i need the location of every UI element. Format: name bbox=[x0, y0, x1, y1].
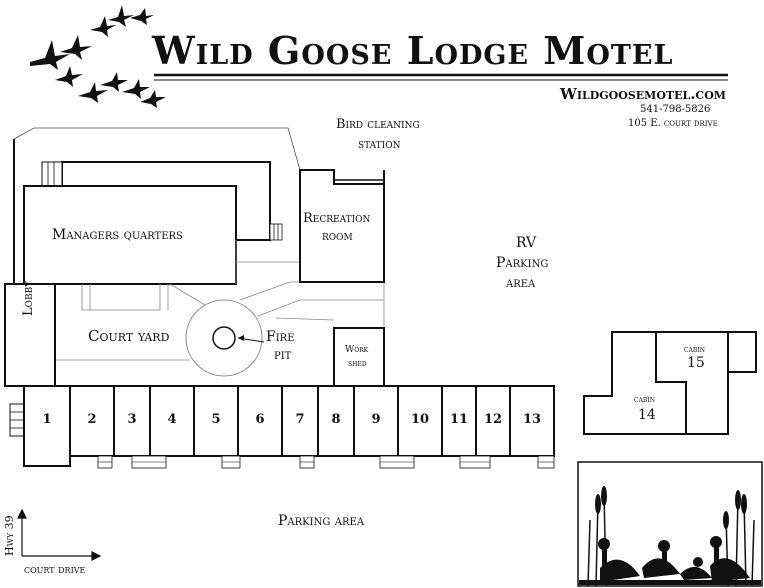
room-number: 5 bbox=[211, 412, 221, 427]
fire-pit bbox=[212, 326, 236, 350]
room-number: 4 bbox=[167, 412, 177, 427]
lobby-label: Lobby bbox=[21, 280, 36, 316]
room-number: 13 bbox=[522, 412, 542, 427]
recreation-room-label-1: Recreation bbox=[303, 211, 371, 226]
bird-cleaning-label-1: Bird cleaning bbox=[336, 117, 420, 132]
fire-pit-label-2: pit bbox=[274, 347, 292, 363]
room-number: 12 bbox=[483, 412, 503, 427]
room-number: 6 bbox=[255, 412, 265, 427]
page-title: Wild Goose Lodge Motel bbox=[152, 28, 674, 73]
cabin-15-number: 15 bbox=[687, 355, 705, 371]
fire-pit-label-1: Fire bbox=[266, 329, 295, 345]
room-number: 9 bbox=[371, 412, 381, 427]
rv-label-3: area bbox=[506, 275, 536, 291]
work-shed-label-2: shed bbox=[348, 359, 367, 369]
phone-number: 541-798-5826 bbox=[640, 104, 711, 115]
address: 105 E. court drive bbox=[628, 118, 718, 129]
duck-silhouette-picture bbox=[577, 461, 763, 587]
work-shed bbox=[333, 327, 385, 387]
court-drive-label: court drive bbox=[24, 563, 86, 576]
room-number: 1 bbox=[42, 412, 52, 427]
cabin-14-label: cabin bbox=[634, 395, 655, 405]
room-number: 8 bbox=[331, 412, 341, 427]
work-shed-label-1: Work bbox=[345, 345, 369, 355]
recreation-room-label-2: room bbox=[322, 229, 353, 244]
room-number: 2 bbox=[87, 412, 97, 427]
parking-area-label: Parking area bbox=[278, 513, 365, 529]
room-number: 10 bbox=[410, 412, 430, 427]
room-number: 7 bbox=[295, 412, 305, 427]
hwy-label: Hwy 39 bbox=[3, 515, 16, 556]
room-number: 11 bbox=[449, 412, 469, 427]
bird-cleaning-label-2: station bbox=[358, 137, 401, 152]
managers-quarters-label: Managers quarters bbox=[52, 227, 183, 243]
lobby bbox=[4, 283, 56, 387]
cabin-15-label: cabin bbox=[684, 345, 705, 355]
website-link[interactable]: Wildgoosemotel.com bbox=[560, 85, 726, 103]
cabin-14-number: 14 bbox=[638, 407, 656, 423]
fire-pit-ring bbox=[185, 299, 263, 377]
rv-label-2: Parking bbox=[496, 255, 549, 271]
rv-label-1: RV bbox=[516, 235, 537, 251]
court-yard-label: Court yard bbox=[88, 327, 170, 345]
cabin-14 bbox=[583, 331, 687, 435]
direction-arrows bbox=[17, 508, 102, 561]
managers-quarters bbox=[23, 185, 237, 285]
room-number: 3 bbox=[127, 412, 137, 427]
geese-logo bbox=[30, 5, 166, 108]
